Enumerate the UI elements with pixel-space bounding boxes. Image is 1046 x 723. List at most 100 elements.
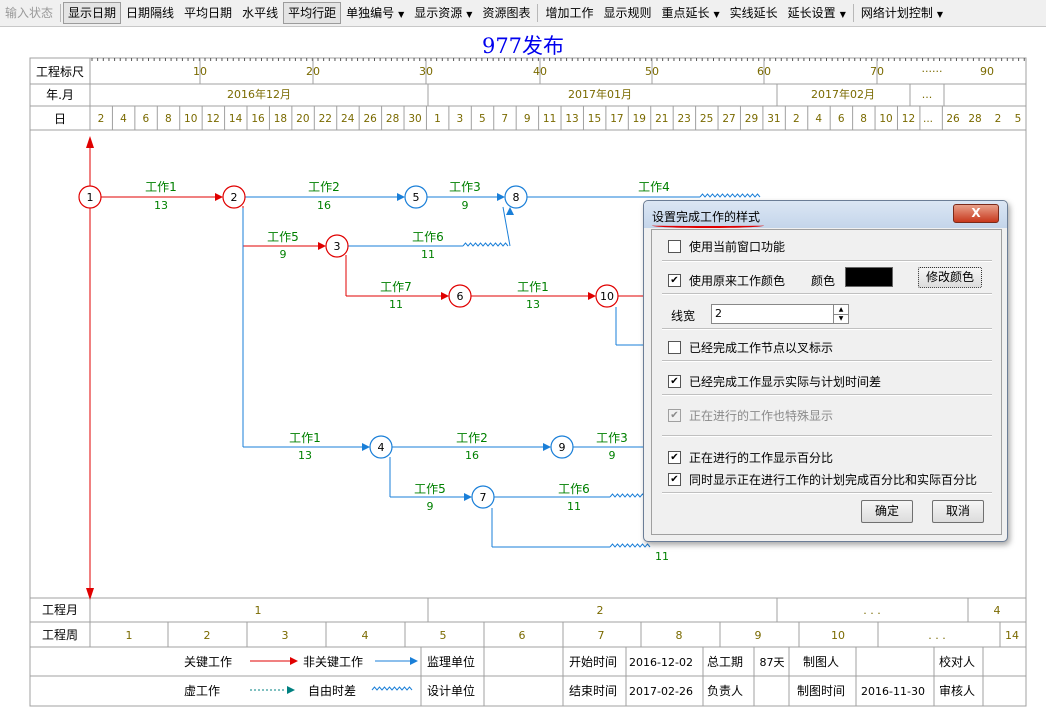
project-month-cell: . . . <box>863 604 880 617</box>
toolbar-separator <box>60 4 62 22</box>
activity-duration: 16 <box>465 449 479 462</box>
day-label: 日 <box>54 112 66 126</box>
toolbar-key-extend-dropdown[interactable]: 重点延长▼ <box>656 2 724 24</box>
activity-arrow-head <box>318 242 326 250</box>
end-time-value: 2017-02-26 <box>629 685 693 698</box>
network-node[interactable] <box>471 485 495 509</box>
checkbox-box[interactable]: ✔ <box>668 473 681 486</box>
spin-up-icon[interactable]: ▲ <box>833 305 848 315</box>
line-width-stepper[interactable]: 2 ▲ ▼ <box>711 304 849 324</box>
day-cell: ... <box>923 113 933 125</box>
toolbar-show-rules-button[interactable]: 显示规则 <box>603 6 652 20</box>
network-node[interactable] <box>325 234 349 258</box>
activity-arrow <box>502 206 511 247</box>
network-node[interactable] <box>448 284 472 308</box>
network-node[interactable] <box>504 185 528 209</box>
activity-duration: 9 <box>280 248 287 261</box>
project-month-cell: 1 <box>255 604 262 617</box>
use-original-color-checkbox[interactable]: ✔使用原来工作颜色 <box>668 272 785 289</box>
activity-name: 工作5 <box>267 230 299 244</box>
checkbox-box[interactable] <box>668 240 681 253</box>
network-node-number: 7 <box>480 491 487 504</box>
checkbox-box[interactable]: ✔ <box>668 409 681 422</box>
line-width-label: 线宽 <box>671 309 696 323</box>
toolbar-input-state-button[interactable]: 输入状态 <box>5 6 54 20</box>
toolbar-show-resource-dropdown[interactable]: 显示资源▼ <box>409 2 477 24</box>
free-float-wave <box>462 242 509 247</box>
toolbar-extend-settings-dropdown[interactable]: 延长设置▼ <box>783 2 851 24</box>
cancel-button[interactable]: 取消 <box>932 500 984 523</box>
use-window-function-checkbox[interactable]: 使用当前窗口功能 <box>668 238 785 255</box>
day-cell: 10 <box>184 113 197 125</box>
scale-tick-label: ······ <box>922 65 943 78</box>
network-node-number: 8 <box>513 191 520 204</box>
activity-name: 工作6 <box>412 230 444 244</box>
project-month-cell: 2 <box>597 604 604 617</box>
day-cell: 3 <box>457 113 464 125</box>
network-node[interactable] <box>222 185 246 209</box>
toolbar-network-plan-control-label: 网络计划控制 <box>860 6 933 20</box>
day-cell: 6 <box>143 113 150 125</box>
color-swatch[interactable] <box>845 267 893 287</box>
spin-down-icon[interactable]: ▼ <box>833 314 848 323</box>
network-node[interactable] <box>78 185 102 209</box>
toolbar-add-work-button[interactable]: 增加工作 <box>545 6 594 20</box>
ok-button[interactable]: 确定 <box>861 500 913 523</box>
toolbar-network-plan-control-dropdown[interactable]: 网络计划控制▼ <box>856 2 948 24</box>
toolbar-show-date-button[interactable]: 显示日期 <box>63 2 122 24</box>
network-node-number: 10 <box>600 290 614 303</box>
manager-label: 负责人 <box>707 684 743 698</box>
network-node[interactable] <box>595 284 619 308</box>
day-cell: 21 <box>655 113 668 125</box>
modify-color-button[interactable]: 修改颜色 <box>918 267 982 288</box>
legend-dummy-arrow <box>287 686 295 694</box>
special-in-progress-checkbox[interactable]: ✔正在进行的工作也特殊显示 <box>668 407 833 424</box>
start-time-label: 开始时间 <box>569 655 617 669</box>
show-time-diff-checkbox[interactable]: ✔已经完成工作显示实际与计划时间差 <box>668 373 881 390</box>
total-period-value: 87天 <box>760 656 785 669</box>
day-cell: 12 <box>206 113 219 125</box>
project-week-cell: 10 <box>831 629 845 642</box>
checkbox-box[interactable]: ✔ <box>668 451 681 464</box>
toolbar-date-gridline-button[interactable]: 日期隔线 <box>126 6 175 20</box>
project-week-cell: 14 <box>1005 629 1019 642</box>
toolbar-average-spacing-button[interactable]: 平均行距 <box>283 2 342 24</box>
year-month-cell: 2016年12月 <box>227 87 291 101</box>
toolbar-resource-chart-button[interactable]: 资源图表 <box>482 6 531 20</box>
dialog-title: 设置完成工作的样式 <box>652 210 761 224</box>
year-month-cell: 2017年01月 <box>568 87 632 101</box>
toolbar-separator <box>537 4 539 22</box>
activity-duration: 13 <box>298 449 312 462</box>
activity-arrow-head <box>588 292 596 300</box>
activity-name: 工作1 <box>289 431 321 445</box>
activity-arrow-head <box>397 193 405 201</box>
network-node[interactable] <box>369 435 393 459</box>
network-node[interactable] <box>404 185 428 209</box>
divider <box>662 492 992 494</box>
checkbox-box[interactable]: ✔ <box>668 375 681 388</box>
toolbar-average-date-button[interactable]: 平均日期 <box>184 6 233 20</box>
toolbar-single-numbering-dropdown[interactable]: 单独编号▼ <box>341 2 409 24</box>
checker-label: 校对人 <box>939 654 975 669</box>
show-plan-actual-percent-checkbox[interactable]: ✔同时显示正在进行工作的计划完成百分比和实际百分比 <box>668 471 977 488</box>
close-button[interactable]: X <box>953 204 999 223</box>
total-period-label: 总工期 <box>707 655 743 669</box>
activity-duration: 13 <box>154 199 168 212</box>
line-width-value[interactable]: 2 <box>715 307 722 320</box>
day-cell: 15 <box>588 113 601 125</box>
network-node[interactable] <box>550 435 574 459</box>
mark-nodes-cross-checkbox[interactable]: 已经完成工作节点以叉标示 <box>668 339 833 356</box>
toolbar-solid-extend-button[interactable]: 实线延长 <box>729 6 778 20</box>
divider <box>662 435 992 437</box>
dialog-titlebar[interactable]: 设置完成工作的样式 X <box>644 201 1007 228</box>
checkbox-box[interactable] <box>668 341 681 354</box>
checkbox-box[interactable]: ✔ <box>668 274 681 287</box>
checkbox-label: 使用当前窗口功能 <box>689 240 786 254</box>
show-percent-checkbox[interactable]: ✔正在进行的工作显示百分比 <box>668 449 833 466</box>
toolbar: 输入状态 显示日期 日期隔线 平均日期 水平线 平均行距 单独编号▼ 显示资源▼… <box>0 0 1046 27</box>
toolbar-horizontal-line-button[interactable]: 水平线 <box>242 6 279 20</box>
day-cell: 1 <box>434 113 441 125</box>
project-week-cell: 3 <box>282 629 289 642</box>
day-cell: 14 <box>229 113 243 125</box>
year-month-cell: 2017年02月 <box>811 87 875 101</box>
